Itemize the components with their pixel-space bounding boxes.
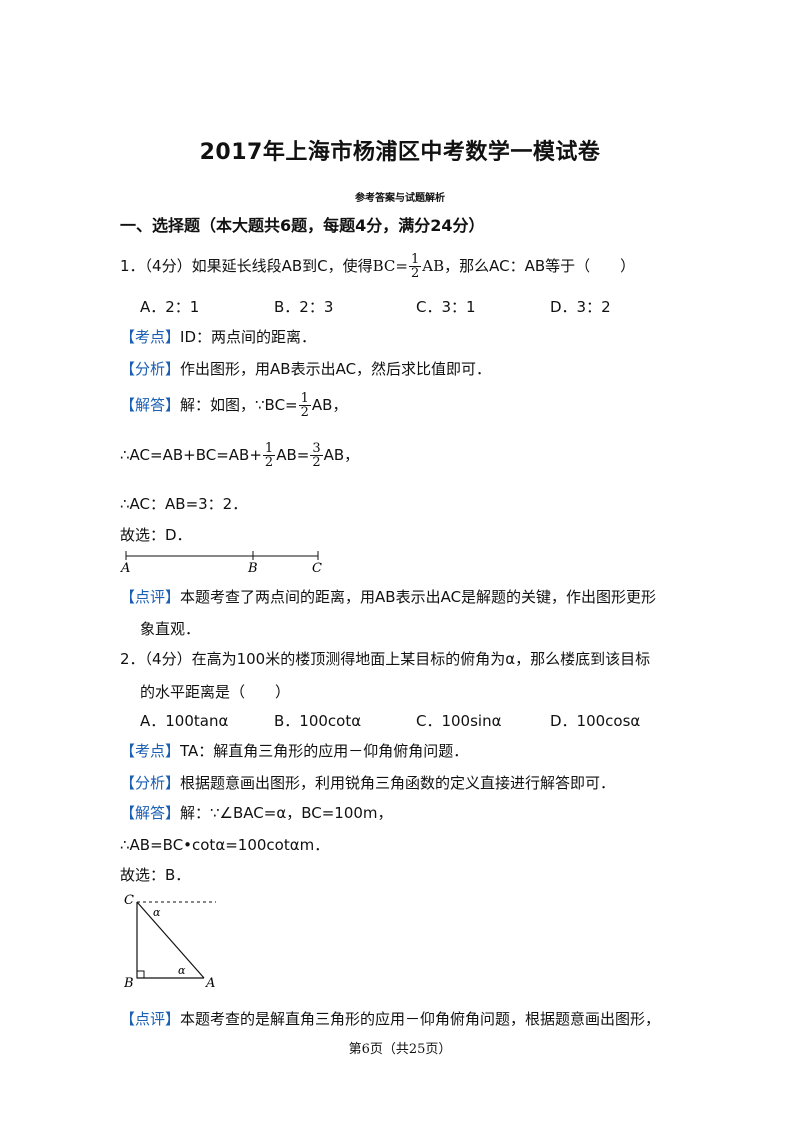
fraction-numerator: 1 [262,441,276,456]
q2-step1: ∴AB=BC•cotα=100cotαm． [120,836,330,854]
q2-option-c: C．100sinα [416,712,502,730]
dianping-tag: 【点评】 [120,588,181,606]
q1-option-d: D．3：2 [550,298,611,316]
label-b: B [123,976,134,990]
jieda-tag: 【解答】 [120,804,181,822]
q2-stem-2: 的水平距离是（ ） [140,683,291,701]
step1-mid: AB= [276,446,310,464]
q2-kaodian: 【考点】TA：解直角三角形的应用－仰角俯角问题． [120,740,468,761]
label-a: A [120,561,130,576]
fraction-numerator: 1 [298,391,311,406]
label-c: C [124,893,134,908]
kaodian-text: ID：两点间的距离． [180,328,316,346]
kaodian-tag: 【考点】 [120,328,181,346]
q2-option-b: B．100cotα [274,712,362,730]
label-b: B [247,561,258,576]
page-title: 2017年上海市杨浦区中考数学一模试卷 [199,140,601,165]
jieda-tag: 【解答】 [120,396,181,414]
q1-fenxi: 【分析】作出图形，用AB表示出AC，然后求比值即可． [120,358,491,379]
label-c: C [312,561,322,576]
fraction-numerator: 1 [408,252,422,267]
label-alpha-bottom: α [178,964,186,977]
fraction-denominator: 2 [264,455,274,470]
q2-jieda: 【解答】解：∵∠BAC=α，BC=100m， [120,802,393,823]
q1-stem-text: 1．（4分）如果延长线段AB到C，使得 [120,257,373,275]
q1-option-b: B．2：3 [274,298,334,316]
q2-stem-1: 2．（4分）在高为100米的楼顶测得地面上某目标的俯角为α，那么楼底到该目标 [120,650,651,668]
q2-dianping: 【点评】本题考查的是解直角三角形的应用－仰角俯角问题，根据题意画出图形， [120,1008,660,1029]
fraction-denominator: 2 [312,455,321,470]
dianping-text: 本题考查了两点间的距离，用AB表示出AC是解题的关键，作出图形更形 [180,588,657,606]
q2-answer: 故选：B． [120,866,191,884]
side-ca [136,901,205,979]
step1-text: ∴AC=AB+BC=AB+ [120,446,262,464]
q1-segment-figure: A B C [120,551,322,576]
kaodian-tag: 【考点】 [120,742,181,760]
dianping-text: 本题考查的是解直角三角形的应用－仰角俯角问题，根据题意画出图形， [180,1010,661,1028]
q1-dianping: 【点评】本题考查了两点间的距离，用AB表示出AC是解题的关键，作出图形更形 [120,586,656,607]
jieda-text: 解：如图，∵BC= [180,396,298,414]
q1-option-a: A．2：1 [140,298,200,316]
q2-option-a: A．100tanα [140,712,229,730]
q2-fenxi: 【分析】根据题意画出图形，利用锐角三角函数的定义直接进行解答即可． [120,772,615,793]
q1-answer: 故选：D． [120,526,192,544]
label-a: A [205,976,215,990]
jieda-tail: AB， [311,396,348,414]
fenxi-text: 根据题意画出图形，利用锐角三角函数的定义直接进行解答即可． [180,774,616,792]
section-heading: 一、选择题（本大题共6题，每题4分，满分24分） [120,216,485,235]
q1-stem-tail: ，那么AC：AB等于（ ） [444,257,636,275]
right-angle-mark [136,970,145,979]
fraction-denominator: 2 [300,405,309,420]
q2-triangle-figure: C α α B A [123,893,216,990]
dianping-tag: 【点评】 [120,1010,181,1028]
q1-kaodian: 【考点】ID：两点间的距离． [120,326,316,347]
label-alpha-top: α [153,906,161,919]
q1-dianping-cont: 象直观． [140,620,201,638]
step1-tail: AB， [323,446,360,464]
page-subtitle: 参考答案与试题解析 [355,193,445,204]
kaodian-text: TA：解直角三角形的应用－仰角俯角问题． [180,742,469,760]
q2-option-d: D．100cosα [550,712,641,730]
q1-option-c: C．3：1 [416,298,476,316]
jieda-text: 解：∵∠BAC=α，BC=100m， [180,804,393,822]
fenxi-tag: 【分析】 [120,774,181,792]
q1-step2: ∴AC：AB=3：2． [120,495,248,513]
fenxi-tag: 【分析】 [120,360,181,378]
q1-stem-bc: BC= [372,257,408,275]
page-footer: 第6页（共25页） [348,1042,452,1057]
q1-stem-ab: AB [422,257,445,275]
fraction-denominator: 2 [410,266,420,281]
fraction-numerator: 3 [310,441,323,456]
fenxi-text: 作出图形，用AB表示出AC，然后求比值即可． [180,360,492,378]
